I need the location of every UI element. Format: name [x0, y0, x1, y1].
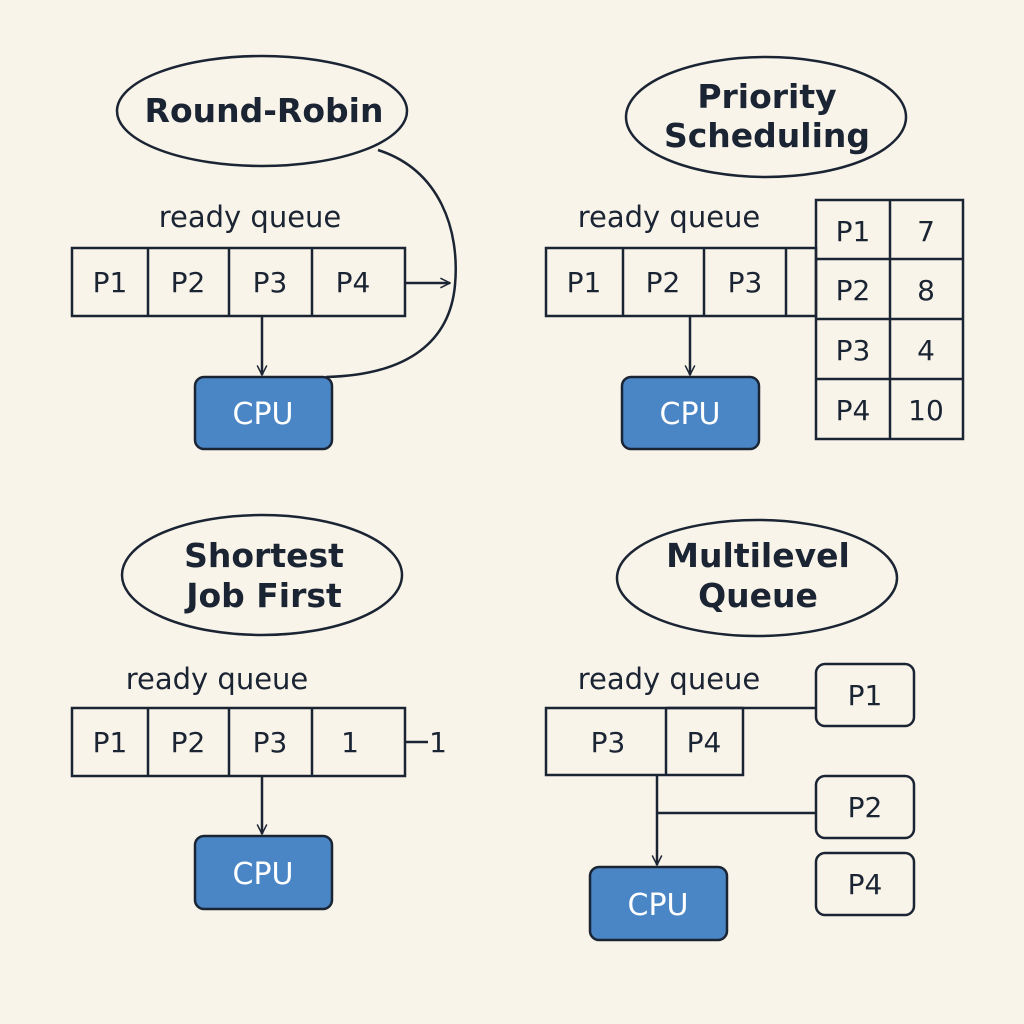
multilevel-title-line2: Queue — [698, 576, 818, 615]
priority-table-process: P3 — [836, 334, 871, 367]
priority-table: P1 7 P2 8 P3 4 P4 10 — [814, 198, 965, 441]
priority-queue-cell: P2 — [646, 266, 681, 299]
priority-cpu — [620, 375, 761, 451]
priority-title-ellipse — [624, 55, 908, 179]
priority-table-value: 7 — [917, 215, 935, 248]
round-robin-cpu — [193, 375, 334, 451]
round-robin-queue-cell: P3 — [253, 266, 288, 299]
round-robin-title-ellipse — [115, 54, 409, 168]
multilevel-title-line1: Multilevel — [666, 536, 850, 575]
multilevel-cpu-label: CPU — [628, 888, 689, 923]
sjf-ready-label: ready queue — [126, 662, 309, 696]
priority-queue-cell: P3 — [728, 266, 763, 299]
round-robin-ready-label: ready queue — [159, 200, 342, 234]
sjf-side-label: 1 — [429, 726, 447, 759]
multilevel-side-label: P2 — [848, 791, 883, 824]
round-robin-queue-cell: P4 — [336, 266, 371, 299]
multilevel-side-label: P1 — [848, 679, 883, 712]
multilevel-title-ellipse — [615, 518, 899, 638]
multilevel-cpu — [588, 865, 729, 942]
priority-table-value: 10 — [908, 394, 944, 427]
priority-cpu-label: CPU — [660, 397, 721, 432]
priority-panel: Priority Scheduling ready queue P1 P2 P3… — [544, 55, 965, 451]
sjf-title-ellipse — [120, 513, 404, 637]
multilevel-panel: Multilevel Queue ready queue P3 P4 P1 P2… — [544, 518, 916, 942]
round-robin-cpu-label: CPU — [233, 397, 294, 432]
multilevel-queue-box — [544, 706, 745, 777]
priority-queue-cell: P1 — [567, 266, 602, 299]
multilevel-side-box — [814, 851, 916, 917]
multilevel-side-box — [814, 774, 916, 840]
multilevel-ready-label: ready queue — [578, 662, 761, 696]
sjf-queue-cell: P2 — [171, 726, 206, 759]
multilevel-side-box — [814, 662, 916, 728]
sjf-panel: Shortest Job First ready queue P1 P2 P3 … — [70, 513, 447, 911]
sjf-queue-cell: P3 — [253, 726, 288, 759]
multilevel-side-label: P4 — [848, 868, 883, 901]
multilevel-queue-cell: P3 — [591, 726, 626, 759]
priority-table-value: 8 — [917, 274, 935, 307]
priority-title-line2: Scheduling — [664, 116, 870, 155]
round-robin-queue-cell: P1 — [93, 266, 128, 299]
priority-title-line1: Priority — [697, 77, 836, 116]
multilevel-queue-cell: P4 — [687, 726, 722, 759]
priority-table-process: P4 — [836, 394, 871, 427]
priority-ready-label: ready queue — [578, 200, 761, 234]
priority-table-process: P2 — [836, 274, 871, 307]
priority-table-value: 4 — [917, 334, 935, 367]
sjf-queue-cell: 1 — [341, 726, 359, 759]
sjf-title-line2: Job First — [184, 576, 342, 615]
round-robin-return-curve — [325, 148, 457, 379]
round-robin-queue-cell: P2 — [171, 266, 206, 299]
sjf-title-line1: Shortest — [184, 536, 344, 575]
round-robin-panel: Round-Robin ready queue P1 P2 P3 P4 CPU — [70, 54, 457, 451]
sjf-cpu — [193, 834, 334, 911]
sjf-cpu-label: CPU — [233, 857, 294, 892]
round-robin-title: Round-Robin — [145, 91, 384, 130]
sjf-queue-cell: P1 — [93, 726, 128, 759]
priority-table-process: P1 — [836, 215, 871, 248]
